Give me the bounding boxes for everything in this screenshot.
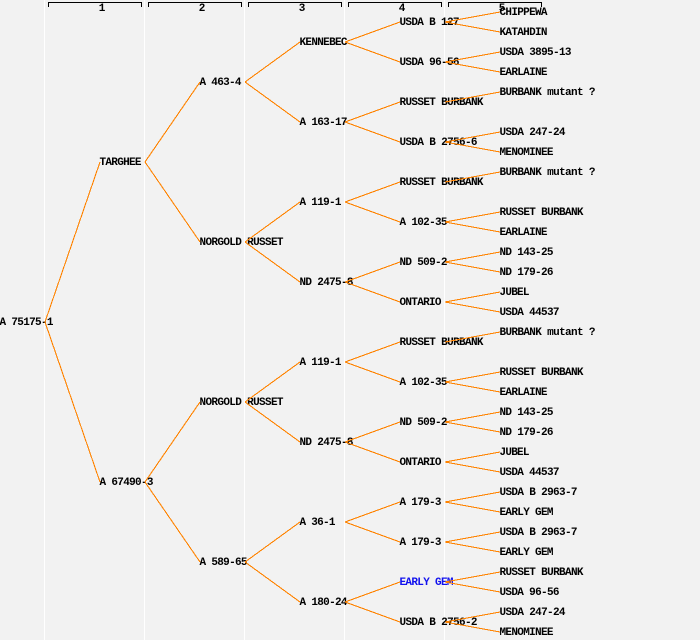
svg-text:EARLY GEM: EARLY GEM — [500, 507, 554, 519]
svg-text:EARLAINE: EARLAINE — [500, 227, 548, 239]
svg-text:KATAHDIN: KATAHDIN — [500, 27, 548, 39]
svg-text:RUSSET BURBANK: RUSSET BURBANK — [500, 207, 584, 219]
svg-text:ONTARIO: ONTARIO — [400, 297, 442, 309]
svg-text:A 102-35: A 102-35 — [400, 377, 448, 389]
svg-text:3: 3 — [299, 3, 306, 15]
svg-text:USDA B 2963-7: USDA B 2963-7 — [500, 487, 578, 499]
svg-text:USDA 247-24: USDA 247-24 — [500, 607, 566, 619]
svg-text:A 589-65: A 589-65 — [200, 557, 248, 569]
svg-text:EARLAINE: EARLAINE — [500, 67, 548, 79]
svg-text:5: 5 — [499, 3, 506, 15]
svg-text:A 119-1: A 119-1 — [300, 357, 342, 369]
svg-text:EARLAINE: EARLAINE — [500, 387, 548, 399]
svg-text:BURBANK mutant ?: BURBANK mutant ? — [500, 87, 596, 99]
svg-text:USDA 44537: USDA 44537 — [500, 467, 560, 479]
svg-text:EARLY GEM: EARLY GEM — [400, 577, 454, 589]
svg-text:USDA 247-24: USDA 247-24 — [500, 127, 566, 139]
svg-text:ND 143-25: ND 143-25 — [500, 407, 554, 419]
svg-text:A 179-3: A 179-3 — [400, 537, 442, 549]
svg-text:4: 4 — [399, 3, 406, 15]
svg-text:MENOMINEE: MENOMINEE — [500, 627, 554, 639]
svg-text:USDA 3895-13: USDA 3895-13 — [500, 47, 572, 59]
svg-text:NORGOLD RUSSET: NORGOLD RUSSET — [200, 397, 284, 409]
svg-text:USDA B 2756-2: USDA B 2756-2 — [400, 617, 478, 629]
svg-text:BURBANK mutant ?: BURBANK mutant ? — [500, 167, 596, 179]
svg-text:JUBEL: JUBEL — [500, 287, 530, 299]
svg-text:TARGHEE: TARGHEE — [100, 157, 142, 169]
svg-text:RUSSET BURBANK: RUSSET BURBANK — [500, 567, 584, 579]
svg-text:2: 2 — [199, 3, 206, 15]
svg-text:RUSSET BURBANK: RUSSET BURBANK — [400, 97, 484, 109]
svg-text:ND 509-2: ND 509-2 — [400, 417, 448, 429]
svg-text:ND 179-26: ND 179-26 — [500, 267, 554, 279]
svg-text:RUSSET BURBANK: RUSSET BURBANK — [400, 337, 484, 349]
svg-text:USDA B 2756-6: USDA B 2756-6 — [400, 137, 478, 149]
svg-text:NORGOLD RUSSET: NORGOLD RUSSET — [200, 237, 284, 249]
svg-text:USDA B 127: USDA B 127 — [400, 17, 460, 29]
svg-text:EARLY GEM: EARLY GEM — [500, 547, 554, 559]
svg-text:A 102-35: A 102-35 — [400, 217, 448, 229]
svg-text:ND 509-2: ND 509-2 — [400, 257, 448, 269]
svg-text:ND 2475-8: ND 2475-8 — [300, 437, 354, 449]
svg-text:USDA 44537: USDA 44537 — [500, 307, 560, 319]
svg-text:A 463-4: A 463-4 — [200, 77, 242, 89]
svg-text:A 179-3: A 179-3 — [400, 497, 442, 509]
svg-text:ND 143-25: ND 143-25 — [500, 247, 554, 259]
svg-text:USDA 96-56: USDA 96-56 — [400, 57, 460, 69]
svg-text:1: 1 — [99, 3, 106, 15]
svg-text:RUSSET BURBANK: RUSSET BURBANK — [400, 177, 484, 189]
svg-text:USDA B 2963-7: USDA B 2963-7 — [500, 527, 578, 539]
svg-text:A 67490-3: A 67490-3 — [100, 477, 154, 489]
svg-text:RUSSET BURBANK: RUSSET BURBANK — [500, 367, 584, 379]
svg-text:ND 179-26: ND 179-26 — [500, 427, 554, 439]
svg-text:CHIPPEWA: CHIPPEWA — [500, 7, 548, 19]
svg-text:ND 2475-8: ND 2475-8 — [300, 277, 354, 289]
svg-text:USDA 96-56: USDA 96-56 — [500, 587, 560, 599]
svg-text:ONTARIO: ONTARIO — [400, 457, 442, 469]
svg-text:A 163-17: A 163-17 — [300, 117, 348, 129]
svg-text:A 119-1: A 119-1 — [300, 197, 342, 209]
svg-text:JUBEL: JUBEL — [500, 447, 530, 459]
svg-text:MENOMINEE: MENOMINEE — [500, 147, 554, 159]
svg-text:A 75175-1: A 75175-1 — [0, 317, 54, 329]
svg-text:KENNEBEC: KENNEBEC — [300, 37, 348, 49]
svg-text:BURBANK mutant ?: BURBANK mutant ? — [500, 327, 596, 339]
svg-text:A 36-1: A 36-1 — [300, 517, 336, 529]
svg-text:A 180-24: A 180-24 — [300, 597, 348, 609]
